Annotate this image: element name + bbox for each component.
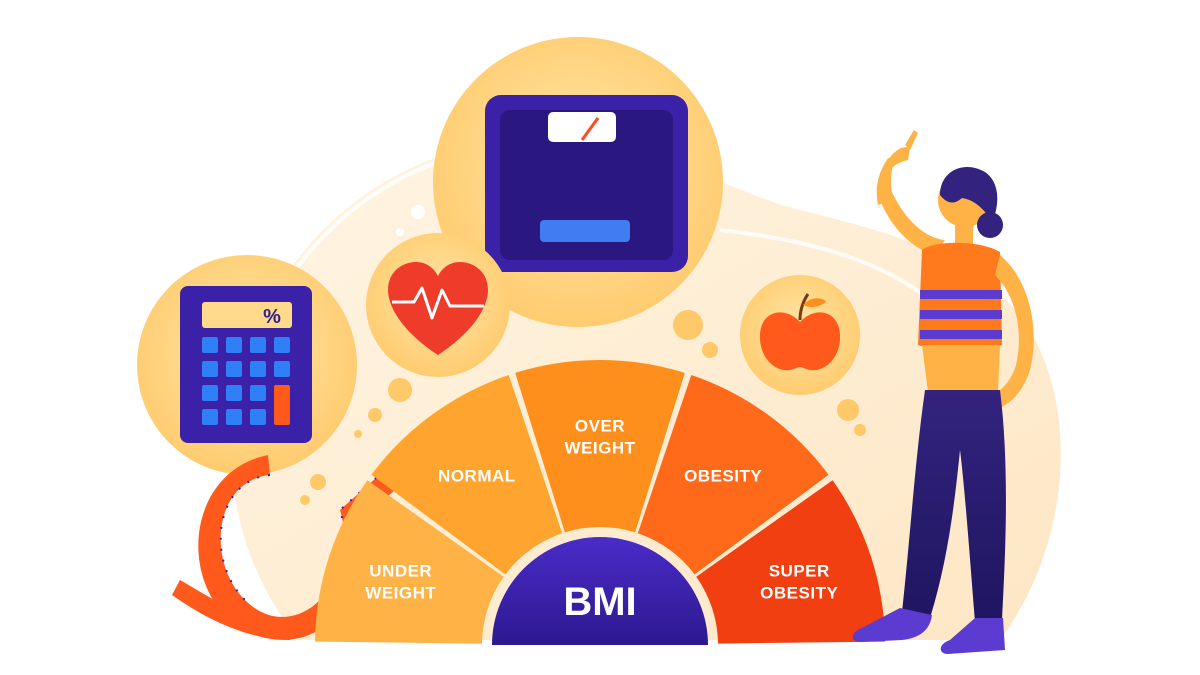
- gauge-segment: [315, 480, 504, 644]
- gauge-segment: [515, 359, 685, 533]
- gauge-segment-label: NORMAL: [438, 467, 516, 486]
- bathroom-scale-icon: [485, 95, 688, 272]
- heartbeat-icon: [388, 262, 488, 355]
- gauge-segment: [696, 480, 885, 644]
- apple-icon: [759, 293, 841, 371]
- gauge-segment: [637, 375, 829, 575]
- decorative-arc: [719, 228, 932, 302]
- gauge-hub: [492, 537, 708, 645]
- gauge-segment-label: OBESITY: [684, 467, 762, 486]
- bmi-title: BMI: [563, 580, 636, 624]
- calculator-percent: %: [263, 306, 281, 328]
- gauge-segment: [371, 375, 563, 575]
- calculator-icon: %: [180, 286, 312, 443]
- decorative-dots-white: [396, 205, 425, 236]
- woman-figure: [852, 130, 1034, 654]
- decorative-dots: [300, 310, 866, 505]
